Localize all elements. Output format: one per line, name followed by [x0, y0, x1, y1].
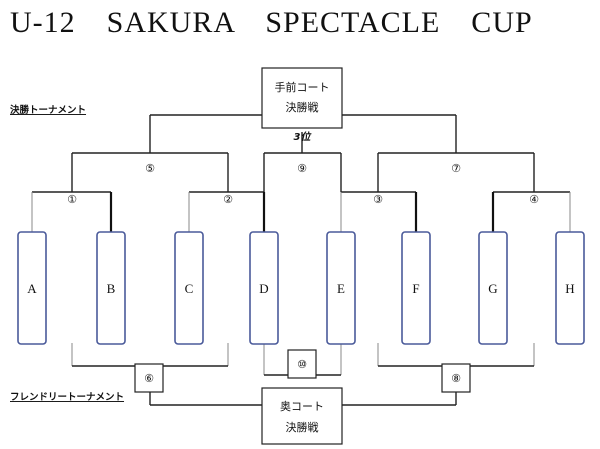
- friendly-box-court: 奥コート: [280, 399, 324, 413]
- team-c: C: [174, 231, 204, 345]
- team-b-label: B: [107, 281, 116, 296]
- match-2-label: ②: [223, 193, 233, 206]
- match-8-box: [441, 363, 471, 393]
- team-f: F: [401, 231, 431, 345]
- team-h-label: H: [565, 281, 574, 296]
- match-8-label: ⑧: [451, 372, 461, 385]
- match-1-label: ①: [67, 193, 77, 206]
- final-box-title: 決勝戦: [286, 100, 319, 114]
- team-e-label: E: [337, 281, 345, 296]
- team-c-label: C: [185, 281, 194, 296]
- match-7-label: ⑦: [451, 162, 461, 175]
- team-a: A: [17, 231, 47, 345]
- team-b: B: [96, 231, 126, 345]
- team-g: G: [478, 231, 508, 345]
- team-g-label: G: [488, 281, 497, 296]
- page-title: U-12 SAKURA SPECTACLE CUP: [10, 6, 533, 39]
- team-e: E: [326, 231, 356, 345]
- final-match-box: [261, 67, 343, 129]
- third-place-label: 3位: [294, 131, 313, 143]
- match-6-box: [134, 363, 164, 393]
- friendly-tournament-label: フレンドリートーナメント: [10, 392, 124, 403]
- team-f-label: F: [412, 281, 419, 296]
- match-9-label: ⑨: [297, 162, 307, 175]
- match-10-box: [287, 349, 317, 379]
- match-10-label: ⑩: [297, 358, 307, 371]
- match-6-label: ⑥: [144, 372, 154, 385]
- final-tournament-label: 決勝トーナメント: [10, 104, 86, 116]
- match-3-label: ③: [373, 193, 383, 206]
- match-5-label: ⑤: [145, 162, 155, 175]
- match-4-label: ④: [529, 193, 539, 206]
- friendly-final-box: [261, 387, 343, 445]
- final-box-court: 手前コート: [275, 80, 330, 94]
- team-d: D: [249, 231, 279, 345]
- team-d-label: D: [259, 281, 268, 296]
- friendly-box-title: 決勝戦: [286, 420, 319, 434]
- team-a-label: A: [27, 281, 37, 296]
- team-h: H: [555, 231, 585, 345]
